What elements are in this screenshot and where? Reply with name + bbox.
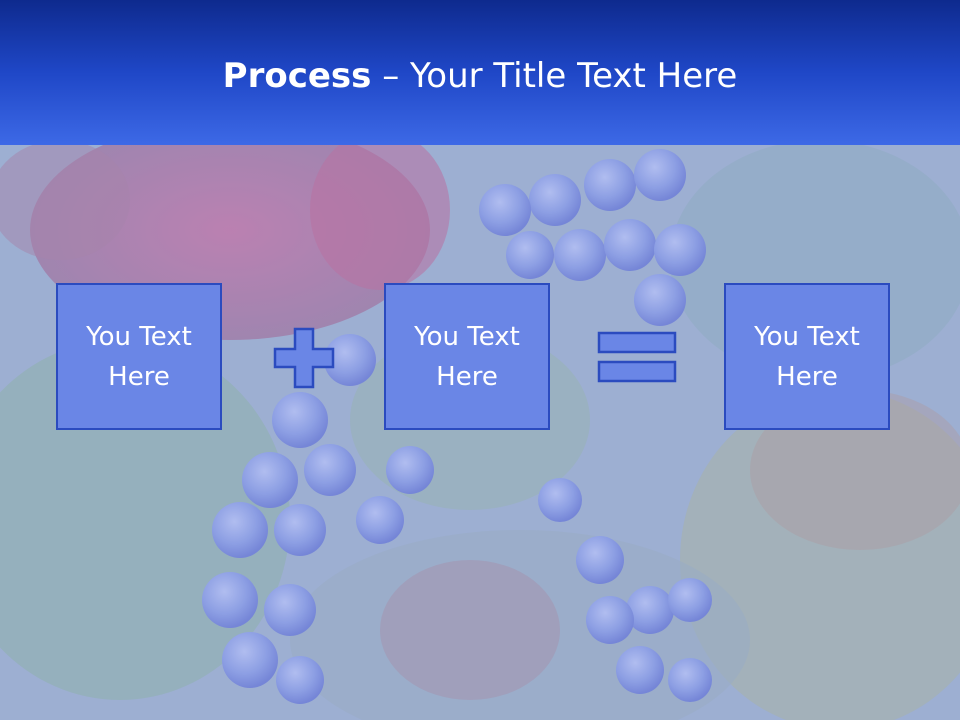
box-1-line-2: Here <box>108 361 170 392</box>
process-box-3: You Text Here <box>724 283 890 430</box>
box-3-line-2: Here <box>776 361 838 392</box>
box-1-line-1: You Text <box>86 321 192 352</box>
title-dash: – <box>371 56 411 96</box>
box-2-line-1: You Text <box>414 321 520 352</box>
process-box-2: You Text Here <box>384 283 550 430</box>
title-bar: Process – Your Title Text Here <box>0 0 960 145</box>
process-box-1: You Text Here <box>56 283 222 430</box>
box-2-line-2: Here <box>436 361 498 392</box>
slide-title: Process – Your Title Text Here <box>0 54 960 98</box>
title-strong: Process <box>222 56 372 96</box>
title-rest: Your Title Text Here <box>410 56 738 96</box>
plus-icon <box>273 327 335 389</box>
equals-icon <box>597 331 677 383</box>
box-3-line-1: You Text <box>754 321 860 352</box>
